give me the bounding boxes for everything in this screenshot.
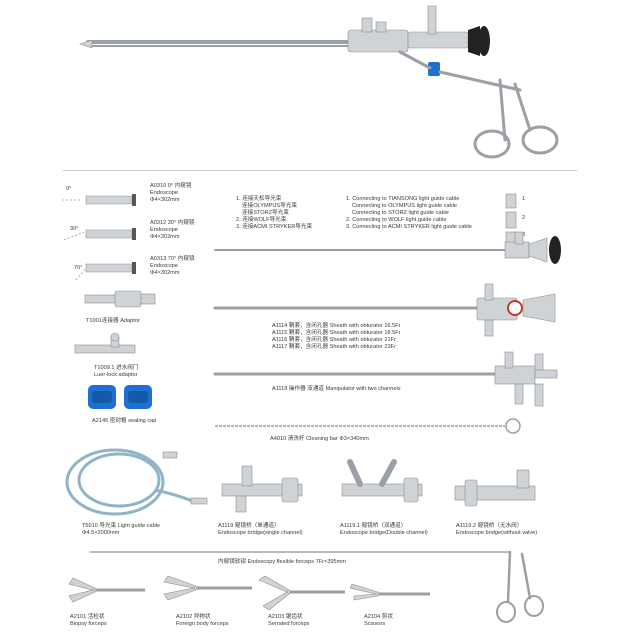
hero-instrument-illustration [79, 5, 559, 159]
bridge-double-line1: A1119.1 窥镜桥（双通道） [340, 523, 407, 529]
luer-lock-label: T1009.1 进水阀门 Luer-lock adaptor [94, 365, 138, 379]
bridge-double-line2: Endoscope bridge(Double channel) [340, 530, 428, 536]
scope-0-spec: Φ4×302mm [150, 197, 180, 203]
scope-angle-30: 30° [70, 226, 79, 232]
connections-english: 1. Connecting to TIANSONG light guide ca… [346, 196, 472, 231]
light-cable-illustration [65, 448, 208, 516]
sheath-item-2: A1115 鞘套，含闭孔器 Sheath with obturator 18.5… [272, 330, 401, 336]
connection-en-2: Connecting to OLYMPUS light guide cable [352, 203, 457, 209]
manipulator-illustration [213, 351, 558, 407]
sheath-item-3: A1116 鞘套，含闭孔器 Sheath with obturator 21Fr [272, 337, 396, 343]
connection-cn-1: 1. 连接天松导光束 [236, 196, 282, 202]
scope-30-label: A0312 30° 内窥镜 Endoscope Φ4×302mm [150, 220, 195, 241]
foreign-body-forceps-illustration [163, 575, 252, 601]
flexible-forceps-illustration [90, 550, 544, 623]
biopsy-forceps-line2: Biopsy forceps [70, 621, 107, 627]
sealing-cap-illustration [88, 385, 152, 409]
light-cable-line2: Φ4.5×2000mm [82, 530, 120, 536]
bridge-single-line1: A1119 窥镜桥（单通道） [218, 523, 280, 529]
manipulator-label: A1118 操作器 双通道 Manipulator with two chann… [272, 386, 401, 392]
connections-chinese: 1. 连接天松导光束 连接OLYMPUS导光束 连接STORZ导光束 2. 连接… [236, 196, 312, 231]
adaptor-label: T1001连接器 Adaptor [86, 318, 140, 324]
luer-lock-line1: T1009.1 进水阀门 [94, 365, 139, 371]
connection-en-3: Connecting to STORZ light guide cable [352, 210, 449, 216]
foreign-body-forceps-line2: Foreign body forceps [176, 621, 229, 627]
scope-30-type: Endoscope [150, 227, 178, 233]
sheath-list: A1114 鞘套，含闭孔器 Sheath with obturator 16.5… [272, 323, 401, 351]
scope-tips-illustration [62, 194, 136, 281]
scope-30-spec: Φ4×302mm [150, 234, 180, 240]
connector-number-1: 1 [522, 196, 526, 202]
serrated-forceps-illustration [258, 575, 345, 611]
scope-70-spec: Φ4×302mm [150, 270, 180, 276]
connection-en-1: 1. Connecting to TIANSONG light guide ca… [346, 196, 460, 202]
scope-0-label: A0310 0° 内窥镜 Endoscope Φ4×302mm [150, 183, 191, 204]
luer-lock-illustration [74, 332, 136, 354]
biopsy-forceps-line1: A2101 活检状 [70, 614, 105, 620]
serrated-forceps-label: A2103 锯齿状 Serrated forceps [268, 614, 309, 628]
bridge-novalve-line2: Endoscope bridge(without valve) [456, 530, 538, 536]
scope-30-code: A0312 30° 内窥镜 [150, 220, 195, 226]
light-cable-label: T5010 导光束 Light guide cable Φ4.5×2000mm [82, 523, 160, 537]
sheath-item-1: A1114 鞘套，含闭孔器 Sheath with obturator 16.5… [272, 323, 401, 329]
bridge-single-line2: Endoscope bridge(single channel) [218, 530, 303, 536]
serrated-forceps-line2: Serrated forceps [268, 621, 310, 627]
scope-angle-0: 0° [66, 186, 72, 192]
sheath-illustration [213, 283, 556, 337]
luer-lock-line2: Luer-lock adaptor [94, 372, 138, 378]
foreign-body-forceps-line1: A2102 异物状 [176, 614, 211, 620]
biopsy-forceps-label: A2101 活检状 Biopsy forceps [70, 614, 107, 628]
bridge-double-illustration [341, 459, 423, 503]
scope-0-type: Endoscope [150, 190, 178, 196]
connection-en-5: 3. Connecting to ACMI STRYKER light guid… [346, 224, 472, 230]
bridge-single-illustration [221, 465, 303, 513]
bridge-novalve-line1: A1119.2 窥镜桥（无水阀） [456, 523, 523, 529]
biopsy-forceps-illustration [68, 577, 145, 603]
scope-70-type: Endoscope [150, 263, 178, 269]
adaptor-illustration [84, 290, 156, 308]
scissors-label: A2104 剪状 Scissors [364, 614, 393, 628]
connection-cn-5: 3. 连接ACMI STRYKER导光束 [236, 224, 313, 230]
connection-cn-4: 2. 连接WOLF导光束 [236, 217, 287, 223]
connection-cn-2: 连接OLYMPUS导光束 [242, 203, 297, 209]
scope-70-label: A0313 70° 内窥镜 Endoscope Φ4×302mm [150, 256, 195, 277]
scope-angle-70: 70° [74, 265, 83, 271]
bridge-novalve-illustration [454, 469, 536, 507]
connection-cn-3: 连接STORZ导光束 [242, 210, 289, 216]
serrated-forceps-line1: A2103 锯齿状 [268, 614, 303, 620]
flexible-forceps-label: 内窥镜软钳 Endoscopy flexible forceps 7Fr×395… [218, 559, 346, 565]
connector-number-3: 3 [522, 232, 526, 238]
bridge-novalve-label: A1119.2 窥镜桥（无水阀） Endoscope bridge(withou… [456, 523, 537, 537]
scissors-illustration [349, 583, 430, 601]
connection-en-4: 2. Connecting to WOLF light guide cable [346, 217, 447, 223]
cleaning-bar-label: A4010 清洗杆 Cleaning bar Φ3×340mm [270, 436, 369, 442]
bridge-single-label: A1119 窥镜桥（单通道） Endoscope bridge(single c… [218, 523, 303, 537]
telescope-illustration [214, 231, 561, 264]
bridge-double-label: A1119.1 窥镜桥（双通道） Endoscope bridge(Double… [340, 523, 428, 537]
sealing-cap-label: A2145 密封帽 sealing cap [92, 418, 157, 424]
scope-0-code: A0310 0° 内窥镜 [150, 183, 192, 189]
sheath-item-4: A1117 鞘套，含闭孔器 Sheath with obturator 23Fr [272, 344, 396, 350]
foreign-body-forceps-label: A2102 异物状 Foreign body forceps [176, 614, 229, 628]
scope-70-code: A0313 70° 内窥镜 [150, 256, 195, 262]
scissors-line1: A2104 剪状 [364, 614, 393, 620]
light-cable-line1: T5010 导光束 Light guide cable [82, 523, 161, 529]
section-divider [63, 170, 577, 171]
cleaning-bar-illustration [215, 418, 521, 434]
scissors-line2: Scissors [364, 621, 386, 627]
connector-number-2: 2 [522, 215, 526, 221]
